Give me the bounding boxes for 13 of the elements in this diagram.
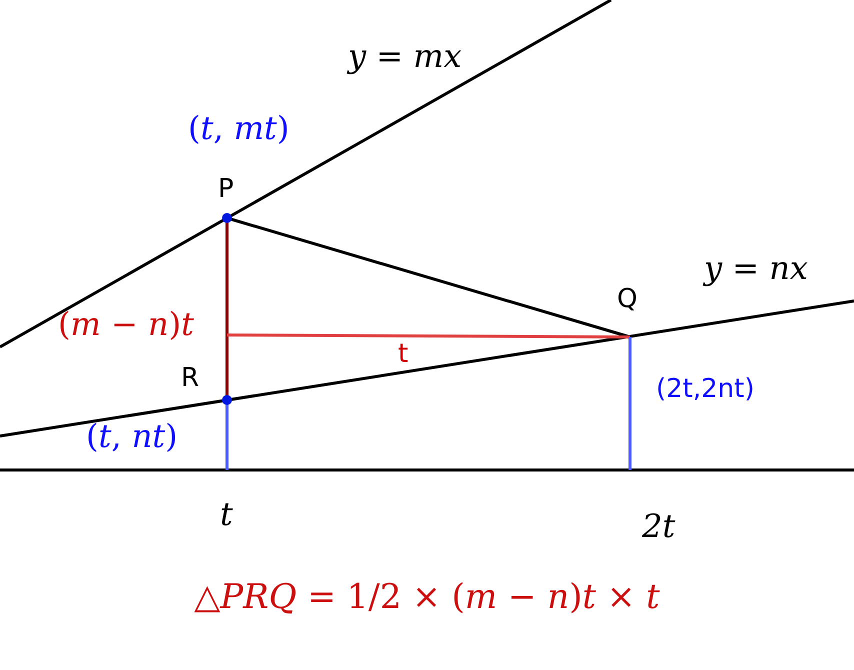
equation-label: y = nx [704, 252, 808, 284]
length-label: (m − n)t [58, 308, 194, 340]
tick-label: t [220, 498, 233, 530]
point-label: R [181, 365, 200, 391]
point-label: Q [617, 286, 638, 312]
tick-label: 2t [642, 510, 676, 542]
length-label: t [398, 341, 408, 367]
coordinate-label: (t, mt) [188, 112, 290, 144]
point-label: P [218, 176, 234, 202]
coordinate-label: (2t,2nt) [656, 376, 755, 402]
area-formula: △PRQ = 1/2 × (m − n)t × t [193, 580, 661, 614]
coordinate-label: (t, nt) [86, 420, 178, 452]
equation-label: y = mx [348, 40, 462, 72]
